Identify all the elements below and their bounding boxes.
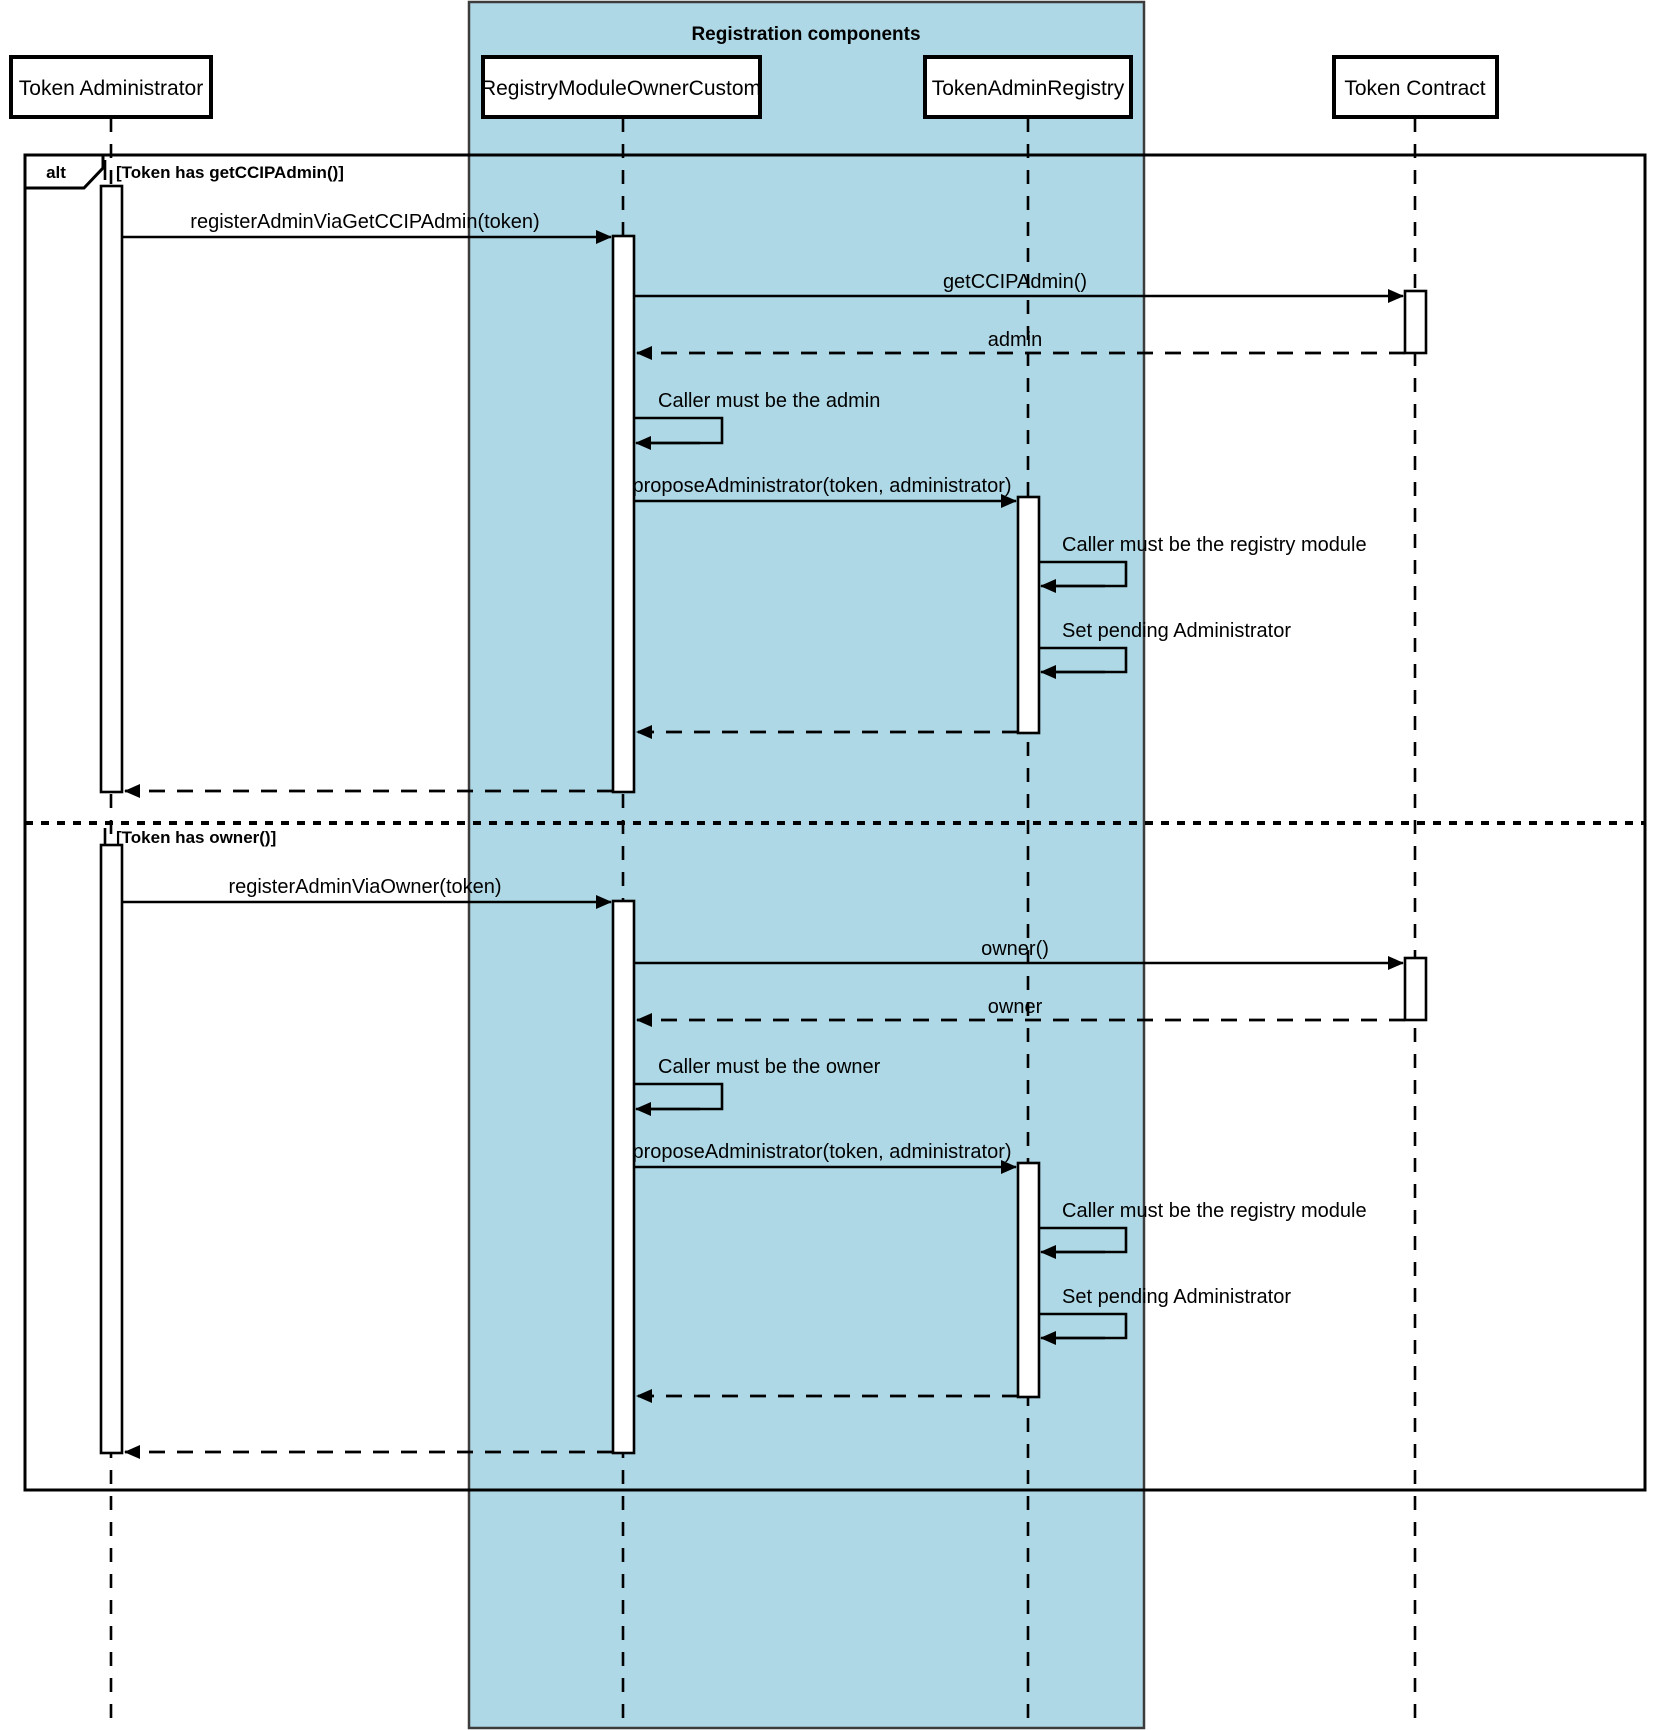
message-m12: owner [636, 996, 1405, 1027]
message-m7: Set pending Administrator [1039, 620, 1291, 679]
alt-operator-tab [23, 153, 105, 190]
message-m4: Caller must be the admin [634, 390, 880, 450]
message-label-m1: registerAdminViaGetCCIPAdmin(token) [190, 211, 539, 233]
message-m16: Set pending Administrator [1039, 1286, 1291, 1345]
activation-registry-2 [611, 899, 636, 1455]
lifeline-label-token: Token Contract [1344, 77, 1485, 100]
message-label-m13: Caller must be the owner [658, 1056, 881, 1078]
message-m5: proposeAdministrator(token, administrato… [632, 475, 1017, 508]
lifeline-head-registry[interactable]: RegistryModuleOwnerCustom [481, 55, 762, 119]
message-label-m3: admin [988, 329, 1042, 351]
message-m11: owner() [634, 938, 1404, 970]
message-label-m6: Caller must be the registry module [1062, 534, 1367, 556]
message-label-m5: proposeAdministrator(token, administrato… [632, 475, 1011, 497]
message-m3: admin [636, 329, 1405, 360]
activation-admin-1 [99, 184, 124, 794]
activation-registry-1 [611, 234, 636, 794]
activation-tar-1 [1016, 495, 1041, 735]
activation-token-1 [1403, 289, 1428, 355]
message-label-m2: getCCIPAdmin() [943, 271, 1087, 293]
message-label-m14: proposeAdministrator(token, administrato… [632, 1141, 1011, 1163]
lifeline-label-admin: Token Administrator [19, 77, 203, 100]
group-title: Registration components [691, 24, 920, 45]
activation-admin-2 [99, 843, 124, 1455]
lifeline-head-token[interactable]: Token Contract [1332, 55, 1499, 119]
alt-fragment: alt [Token has getCCIPAdmin()] [Token ha… [23, 153, 1647, 1492]
lifeline-head-admin[interactable]: Token Administrator [9, 55, 213, 119]
message-m6: Caller must be the registry module [1039, 534, 1367, 593]
group-registration-components: Registration components [467, 0, 1146, 1730]
message-m10: registerAdminViaOwner(token) [122, 876, 612, 909]
activation-bars [99, 184, 1428, 1455]
message-m14: proposeAdministrator(token, administrato… [632, 1141, 1017, 1174]
alt-guard-0: [Token has getCCIPAdmin()] [116, 163, 344, 182]
message-m15: Caller must be the registry module [1039, 1200, 1367, 1259]
message-label-m11: owner() [981, 938, 1049, 960]
activation-token-2 [1403, 956, 1428, 1022]
message-m1: registerAdminViaGetCCIPAdmin(token) [122, 211, 612, 244]
message-m13: Caller must be the owner [634, 1056, 881, 1116]
lifeline-head-tar[interactable]: TokenAdminRegistry [923, 55, 1133, 119]
message-label-m12: owner [988, 996, 1043, 1018]
message-label-m10: registerAdminViaOwner(token) [228, 876, 501, 898]
alt-operator-label: alt [46, 163, 66, 182]
activation-tar-2 [1016, 1161, 1041, 1399]
message-label-m15: Caller must be the registry module [1062, 1200, 1367, 1222]
lifeline-label-registry: RegistryModuleOwnerCustom [481, 77, 761, 100]
message-label-m4: Caller must be the admin [658, 390, 880, 412]
message-label-m7: Set pending Administrator [1062, 620, 1291, 642]
message-label-m16: Set pending Administrator [1062, 1286, 1291, 1308]
lifeline-label-tar: TokenAdminRegistry [932, 77, 1125, 100]
alt-guard-1: [Token has owner()] [116, 828, 276, 847]
message-m2: getCCIPAdmin() [634, 271, 1404, 303]
